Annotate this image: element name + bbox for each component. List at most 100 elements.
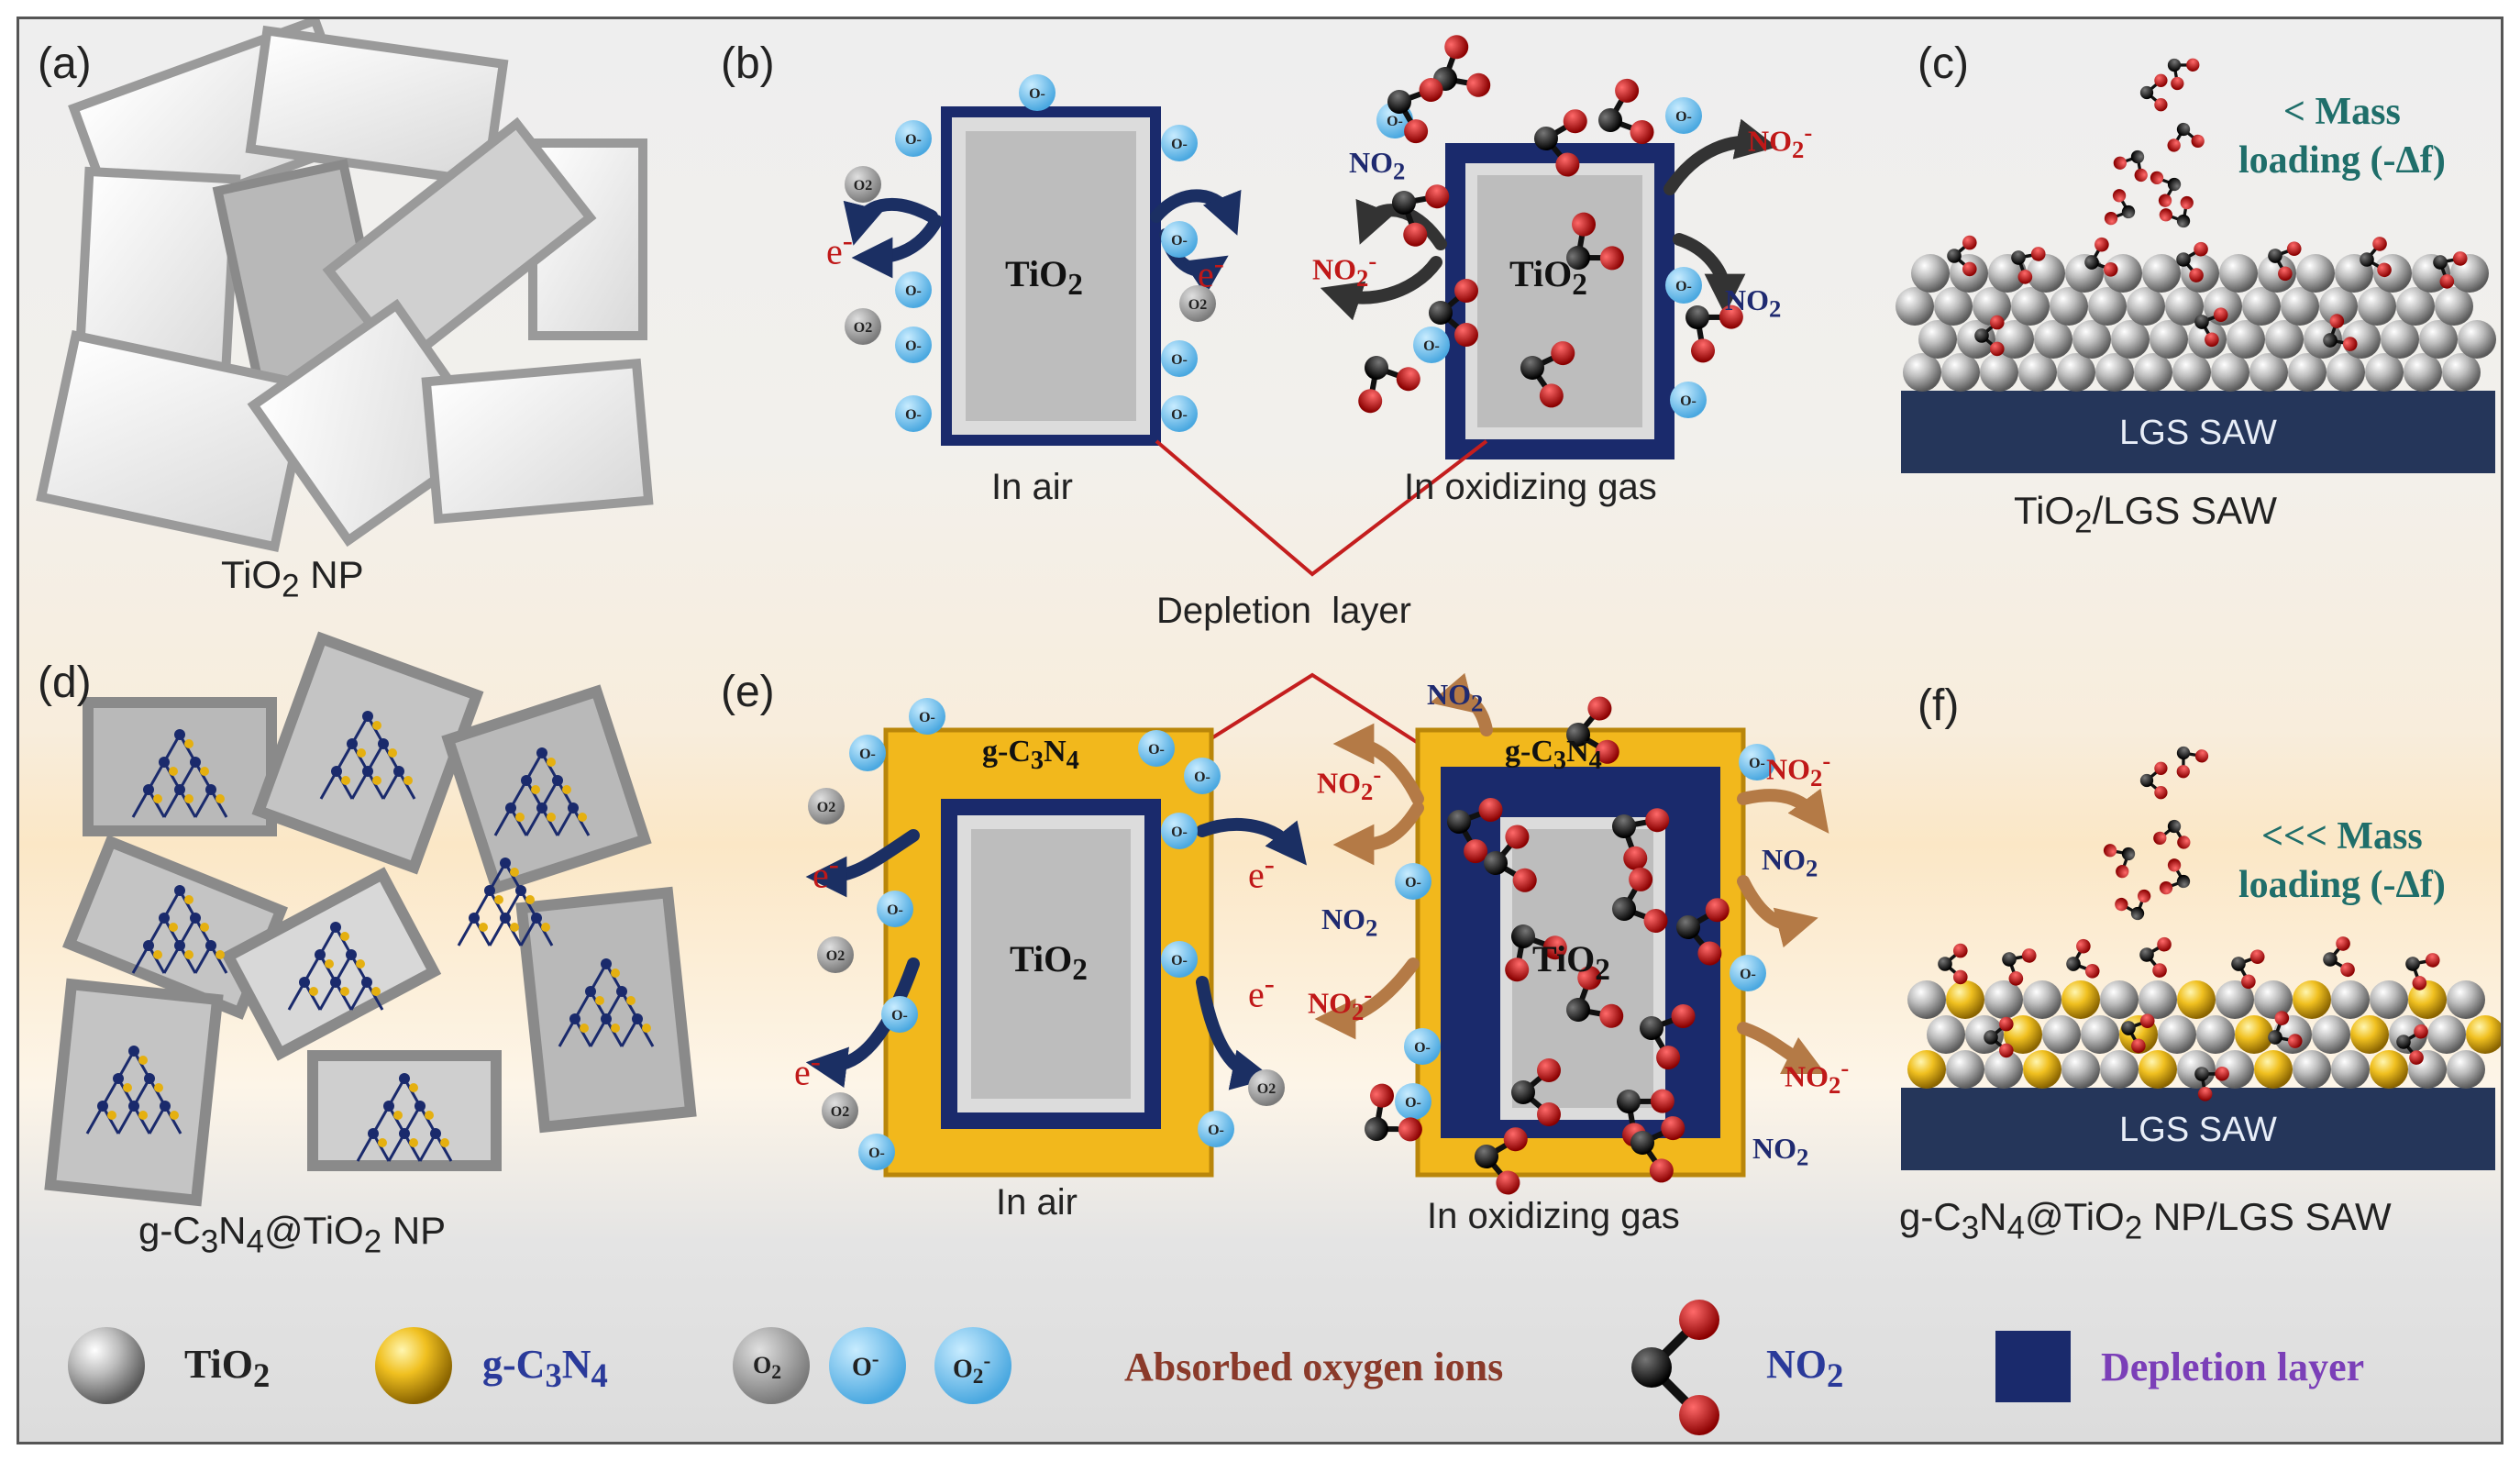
svg-text:O-: O- bbox=[1740, 967, 1756, 982]
gcn-sphere bbox=[1907, 1050, 1946, 1089]
gcn-sphere bbox=[2466, 1015, 2501, 1054]
tio2-sphere bbox=[2442, 353, 2481, 392]
no2-molecule-icon bbox=[2167, 58, 2200, 91]
figure-artwork: O-O-O-O-O-O-O-O-O-O2O2O2O-O-O-O-O-O-O-O-… bbox=[36, 19, 2501, 1435]
tio2-sphere bbox=[2249, 353, 2288, 392]
o-minus-ion-icon: O- bbox=[1161, 221, 1198, 258]
carbon-atom bbox=[200, 923, 209, 932]
no2-molecule-icon bbox=[2011, 247, 2046, 284]
panel-b-gas-label: In oxidizing gas bbox=[1404, 467, 1657, 507]
nitrogen-atom bbox=[361, 977, 372, 988]
nitrogen-atom bbox=[346, 949, 357, 960]
tio2-sphere bbox=[2327, 353, 2365, 392]
carbon-atom bbox=[611, 968, 620, 978]
tio2-sphere bbox=[2061, 1050, 2100, 1089]
no2-molecule-icon bbox=[2405, 953, 2440, 991]
electron-label: e- bbox=[1198, 247, 1224, 295]
svg-text:O-: O- bbox=[1423, 338, 1440, 354]
no2-molecule-icon bbox=[2113, 149, 2148, 183]
carbon-atom bbox=[562, 785, 571, 794]
svg-text:O-: O- bbox=[1387, 114, 1403, 129]
o2-molecule-icon: O2 bbox=[1248, 1069, 1285, 1106]
svg-text:O-: O- bbox=[1405, 1095, 1421, 1111]
o2-molecule-icon: O2 bbox=[845, 308, 881, 345]
tio2-sphere bbox=[2242, 287, 2281, 326]
no2-molecule-icon bbox=[1484, 825, 1537, 892]
carbon-atom bbox=[403, 776, 413, 785]
no2-molecule-icon bbox=[1358, 356, 1420, 414]
tio2-sphere bbox=[1984, 980, 2023, 1019]
carbon-atom bbox=[440, 1138, 449, 1147]
carbon-atom bbox=[642, 1024, 651, 1033]
no2-molecule-icon bbox=[1505, 924, 1567, 982]
no2-molecule-icon bbox=[2066, 938, 2100, 979]
tio2-sphere bbox=[2331, 1050, 2370, 1089]
tio2-sphere bbox=[2139, 980, 2177, 1019]
no2-molecule-icon bbox=[2139, 936, 2172, 978]
panel-b-air-particle bbox=[941, 106, 1161, 446]
tio2-sphere bbox=[2265, 320, 2304, 359]
tio2-sphere bbox=[2381, 320, 2419, 359]
no2-molecule-icon bbox=[1630, 1116, 1686, 1183]
panel-d-label: (d) bbox=[38, 659, 92, 707]
legend-absorbed-label: Absorbed oxygen ions bbox=[1124, 1345, 1504, 1389]
tio2-sphere bbox=[2211, 353, 2249, 392]
tio2-sphere bbox=[2100, 1050, 2139, 1089]
carbon-atom bbox=[184, 739, 193, 748]
no2-molecule-icon bbox=[2103, 844, 2136, 879]
panel-b-air-core-label: TiO2 bbox=[1005, 253, 1083, 302]
svg-text:O-: O- bbox=[859, 747, 876, 762]
no2-molecule-icon bbox=[2002, 948, 2037, 986]
svg-text:O-: O- bbox=[1675, 109, 1692, 125]
tio2-sphere bbox=[2296, 254, 2335, 293]
panel-e-label: (e) bbox=[721, 668, 775, 716]
svg-text:O-: O- bbox=[1171, 137, 1188, 152]
no2-label: NO2 bbox=[1752, 1132, 1809, 1171]
tio2-sphere bbox=[1946, 1050, 1984, 1089]
gcn-sphere bbox=[2235, 1015, 2273, 1054]
panel-c-caption: TiO2/LGS SAW bbox=[2014, 489, 2278, 540]
nitrogen-atom bbox=[362, 711, 373, 722]
carbon-atom bbox=[216, 794, 225, 803]
tio2-sphere bbox=[2088, 287, 2127, 326]
tio2-sphere bbox=[2057, 353, 2095, 392]
legend-icons bbox=[68, 1300, 2071, 1435]
panel-e-air-shell-label: g-C3N4 bbox=[982, 735, 1079, 775]
nitrogen-atom bbox=[160, 1101, 171, 1112]
nitrogen-atom bbox=[315, 949, 326, 960]
legend-no2-label: NO2 bbox=[1766, 1342, 1844, 1394]
nitrogen-atom bbox=[128, 1046, 139, 1057]
o-minus-ion-icon: O- bbox=[1161, 941, 1198, 978]
o-minus-ion-icon: O- bbox=[858, 1134, 895, 1170]
gcn-sphere bbox=[2139, 1050, 2177, 1089]
carbon-atom bbox=[409, 1083, 418, 1092]
tio2-sphere bbox=[2011, 287, 2050, 326]
tio2-sphere bbox=[2034, 320, 2072, 359]
no2-molecule-icon bbox=[2268, 1011, 2303, 1048]
o-minus-ion-icon: O- bbox=[881, 996, 918, 1033]
svg-text:O2: O2 bbox=[1257, 1081, 1276, 1097]
no2-molecule-icon bbox=[1676, 898, 1730, 966]
tio2-sphere bbox=[2293, 1050, 2331, 1089]
tio2-sphere bbox=[2435, 287, 2473, 326]
svg-text:O-: O- bbox=[1208, 1123, 1224, 1138]
no2-molecule-icon bbox=[1598, 78, 1654, 144]
gcn-sphere bbox=[2350, 1015, 2389, 1054]
o2-molecule-icon: O2 bbox=[817, 936, 854, 973]
tio2-sphere bbox=[1980, 353, 2018, 392]
gcn-sphere bbox=[2023, 1050, 2061, 1089]
carbon-atom bbox=[595, 996, 604, 1005]
legend-ominus-label: O- bbox=[852, 1347, 879, 1382]
carbon-atom bbox=[184, 794, 193, 803]
panel-e-gas-core-label: TiO2 bbox=[1532, 938, 1610, 987]
panel-f-label: (f) bbox=[1918, 681, 1960, 730]
carbon-atom bbox=[393, 1111, 403, 1120]
no2-molecule-icon bbox=[2150, 171, 2182, 207]
nitrogen-atom bbox=[515, 885, 526, 896]
tio2-sphere bbox=[2158, 1015, 2196, 1054]
svg-text:O-: O- bbox=[919, 710, 935, 725]
no2-label: NO2 bbox=[1427, 678, 1484, 717]
gcn-sphere bbox=[2370, 1050, 2408, 1089]
no2-molecule-icon bbox=[2139, 761, 2168, 800]
